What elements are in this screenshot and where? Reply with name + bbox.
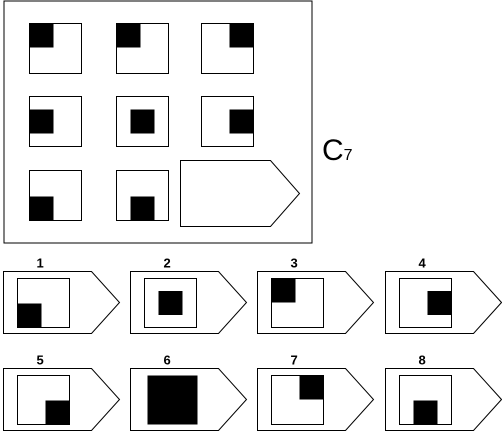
matrix-cell [116,96,169,147]
black-square [229,23,254,48]
black-square [229,109,254,134]
black-square [29,109,54,134]
matrix-cell [201,96,254,147]
option-number: 5 [37,353,44,368]
answer-option-6[interactable]: 6 [130,353,248,431]
black-square [45,400,70,425]
option-number: 3 [291,256,298,271]
matrix-grid [29,23,254,221]
answer-options: 1 2 3 4 5 6 7 8 [3,256,502,431]
puzzle-id-number: 7 [344,147,353,164]
black-square [17,303,42,328]
answer-option-4[interactable]: 4 [385,256,502,334]
black-square [427,291,452,315]
matrix-cell [29,170,82,221]
black-square [271,278,296,303]
answer-option-1[interactable]: 1 [3,256,121,334]
black-square [158,291,183,315]
option-number: 1 [37,256,44,271]
matrix-cell [201,23,254,74]
answer-option-7[interactable]: 7 [257,353,375,431]
option-number: 8 [419,353,426,368]
matrix-cell [116,170,169,221]
matrix-cell [29,23,82,74]
black-square [299,375,324,400]
black-square [147,375,198,425]
answer-option-2[interactable]: 2 [130,256,248,334]
option-number: 2 [164,256,171,271]
answer-option-8[interactable]: 8 [385,353,502,431]
option-number: 7 [291,353,298,368]
matrix-cell [116,23,169,74]
puzzle-id: C7 [322,134,353,167]
black-square [116,23,141,48]
black-square [29,196,54,221]
answer-slot[interactable] [180,160,301,227]
option-number: 4 [419,256,427,271]
matrix-cell [29,96,82,147]
option-number: 6 [164,353,171,368]
black-square [29,23,54,48]
puzzle-id-letter: C [322,134,344,167]
black-square [413,400,438,425]
black-square [130,196,155,221]
answer-option-5[interactable]: 5 [3,353,121,431]
answer-option-3[interactable]: 3 [257,256,375,334]
black-square [130,109,155,134]
